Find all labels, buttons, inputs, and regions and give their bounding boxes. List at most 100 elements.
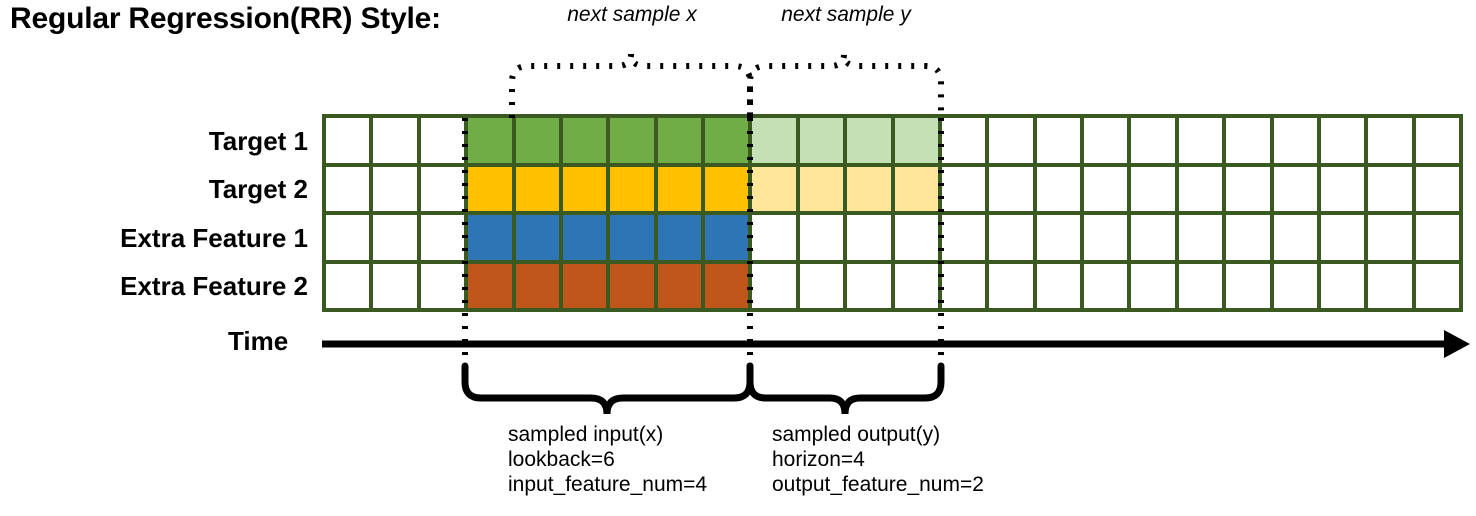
grid-cell-input bbox=[468, 166, 512, 211]
grid-cell-empty bbox=[1036, 263, 1080, 308]
grid-cell-input bbox=[562, 263, 607, 308]
grid-cell-empty bbox=[894, 215, 938, 260]
grid-cell-empty bbox=[1273, 263, 1317, 308]
grid-cell-input bbox=[705, 166, 749, 211]
grid-cell-empty bbox=[373, 166, 417, 211]
brace-sampled-output bbox=[746, 362, 945, 415]
grid-cell-empty bbox=[420, 263, 465, 308]
grid-cell-empty bbox=[420, 215, 465, 260]
grid-cell-empty bbox=[1226, 166, 1270, 211]
grid-cell-input bbox=[468, 118, 512, 163]
grid-cell-empty bbox=[941, 215, 986, 260]
grid-cell-empty bbox=[1368, 263, 1412, 308]
grid-cell-empty bbox=[941, 166, 986, 211]
grid-cell-input bbox=[657, 166, 701, 211]
grid-cell-output bbox=[847, 118, 891, 163]
grid-cell-empty bbox=[1226, 118, 1270, 163]
grid-cell-input bbox=[610, 263, 654, 308]
grid-cell-empty bbox=[420, 166, 465, 211]
grid-cell-empty bbox=[1178, 118, 1223, 163]
grid-cell-empty bbox=[1178, 166, 1223, 211]
grid-cell-output bbox=[847, 166, 891, 211]
grid-cell-input bbox=[657, 118, 701, 163]
grid-cell-empty bbox=[1320, 263, 1365, 308]
grid-cell-input bbox=[515, 215, 559, 260]
timeline-grid bbox=[322, 114, 1463, 312]
grid-cell-empty bbox=[1320, 118, 1365, 163]
grid-cell-output bbox=[752, 166, 796, 211]
grid-cell-empty bbox=[1415, 263, 1459, 308]
grid-cell-output bbox=[799, 118, 844, 163]
caption-sampled-output: sampled output(y) horizon=4 output_featu… bbox=[772, 422, 984, 497]
grid-cell-empty bbox=[1036, 215, 1080, 260]
grid-cell-input bbox=[705, 118, 749, 163]
grid-cell-empty bbox=[326, 215, 370, 260]
grid-cell-empty bbox=[989, 263, 1033, 308]
grid-cell-input bbox=[515, 118, 559, 163]
row-label-group: Target 1 Target 2 Extra Feature 1 Extra … bbox=[0, 117, 308, 311]
grid-cell-empty bbox=[1226, 215, 1270, 260]
grid-cell-empty bbox=[941, 118, 986, 163]
grid-cell-input bbox=[468, 215, 512, 260]
grid-cell-empty bbox=[989, 118, 1033, 163]
grid-cell-empty bbox=[1084, 215, 1128, 260]
grid-cell-empty bbox=[326, 118, 370, 163]
grid-cell-input bbox=[610, 118, 654, 163]
grid-cell-empty bbox=[1415, 215, 1459, 260]
grid-cell-empty bbox=[1226, 263, 1270, 308]
grid-cell-empty bbox=[1368, 118, 1412, 163]
grid-cell-empty bbox=[1415, 118, 1459, 163]
brace-sampled-input bbox=[461, 362, 754, 415]
grid-cell-empty bbox=[373, 118, 417, 163]
grid-cell-input bbox=[610, 215, 654, 260]
caption-input-line2: lookback=6 bbox=[508, 448, 615, 471]
grid-cell-input bbox=[705, 263, 749, 308]
row-label-extra-feature-1: Extra Feature 1 bbox=[120, 223, 308, 253]
grid-cell-output bbox=[799, 166, 844, 211]
timeline-grid-wrapper bbox=[322, 114, 1463, 312]
grid-cell-empty bbox=[1320, 166, 1365, 211]
axis-label-time: Time bbox=[228, 326, 289, 356]
grid-cell-output bbox=[894, 166, 938, 211]
dotted-brace-next-sample-x bbox=[509, 53, 753, 118]
grid-cell-empty bbox=[941, 263, 986, 308]
grid-cell-empty bbox=[1036, 166, 1080, 211]
grid-cell-empty bbox=[1273, 118, 1317, 163]
grid-cell-empty bbox=[1320, 215, 1365, 260]
grid-cell-input bbox=[657, 263, 701, 308]
grid-cell-input bbox=[468, 263, 512, 308]
caption-output-line2: horizon=4 bbox=[772, 448, 865, 471]
grid-cell-empty bbox=[799, 215, 844, 260]
grid-cell-empty bbox=[420, 118, 465, 163]
caption-input-line1: sampled input(x) bbox=[508, 423, 664, 446]
grid-cell-empty bbox=[1131, 166, 1175, 211]
grid-cell-input bbox=[562, 166, 607, 211]
row-label-extra-feature-2: Extra Feature 2 bbox=[120, 271, 308, 301]
caption-input-line3: input_feature_num=4 bbox=[508, 473, 708, 496]
dotted-brace-next-sample-y bbox=[747, 53, 944, 118]
grid-cell-empty bbox=[1131, 118, 1175, 163]
grid-cell-empty bbox=[1415, 166, 1459, 211]
grid-cell-empty bbox=[1084, 263, 1128, 308]
grid-cell-empty bbox=[373, 263, 417, 308]
grid-cell-empty bbox=[1131, 263, 1175, 308]
grid-cell-input bbox=[610, 166, 654, 211]
caption-output-line1: sampled output(y) bbox=[772, 423, 941, 446]
grid-cell-output bbox=[752, 118, 796, 163]
grid-cell-empty bbox=[1273, 215, 1317, 260]
page-title: Regular Regression(RR) Style: bbox=[10, 2, 441, 35]
caption-output-line3: output_feature_num=2 bbox=[772, 473, 984, 496]
grid-cell-empty bbox=[373, 215, 417, 260]
grid-cell-empty bbox=[847, 263, 891, 308]
row-label-target-2: Target 2 bbox=[208, 174, 308, 204]
grid-cell-empty bbox=[1368, 166, 1412, 211]
time-axis-arrowhead bbox=[1444, 330, 1470, 358]
grid-cell-input bbox=[705, 215, 749, 260]
grid-cell-empty bbox=[326, 263, 370, 308]
grid-cell-empty bbox=[1131, 215, 1175, 260]
grid-cell-empty bbox=[799, 263, 844, 308]
grid-cell-input bbox=[562, 118, 607, 163]
grid-cell-empty bbox=[894, 263, 938, 308]
grid-cell-empty bbox=[326, 166, 370, 211]
